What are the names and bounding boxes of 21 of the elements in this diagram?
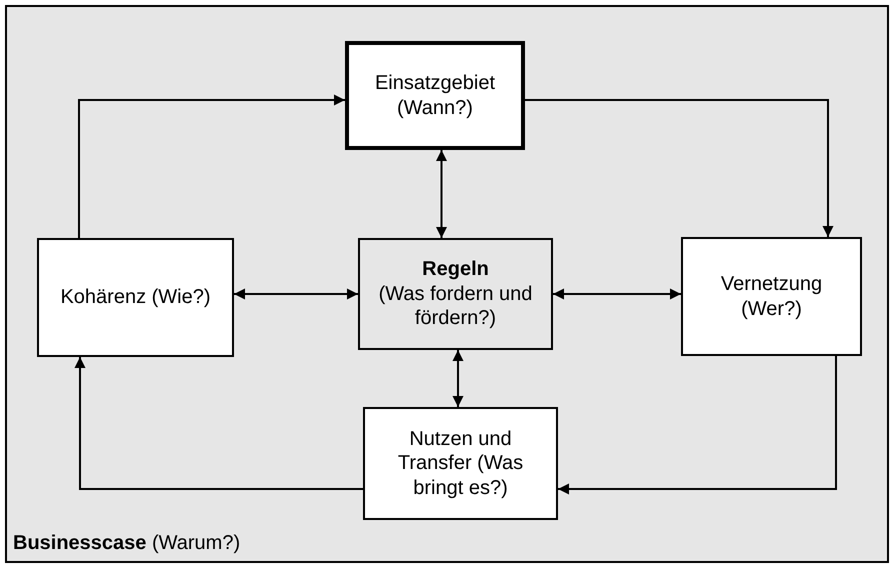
arrow [74, 357, 363, 490]
process-box [37, 238, 234, 357]
process-box [681, 237, 862, 356]
arrow [436, 150, 447, 238]
box-text: (Was fordern und fördern?) [378, 282, 534, 331]
process-box [363, 407, 558, 520]
arrow [553, 288, 681, 300]
arrow [452, 350, 464, 407]
box-heading: Regeln [421, 257, 490, 282]
arrow [234, 288, 358, 300]
frame-panel [5, 5, 889, 563]
box-text: Nutzen und Transfer (Was bringt es?) [396, 426, 524, 500]
box-text: Vernetzung (Wer?) [720, 272, 824, 321]
box-text: Einsatzgebiet (Wann?) [374, 71, 496, 120]
process-box [345, 41, 525, 150]
process-box [358, 238, 553, 350]
arrow [525, 99, 834, 237]
arrow [558, 356, 837, 494]
frame-label: Businesscase (Warum?) [13, 530, 240, 555]
box-text: Kohärenz (Wie?) [59, 285, 212, 310]
arrow [78, 94, 345, 238]
